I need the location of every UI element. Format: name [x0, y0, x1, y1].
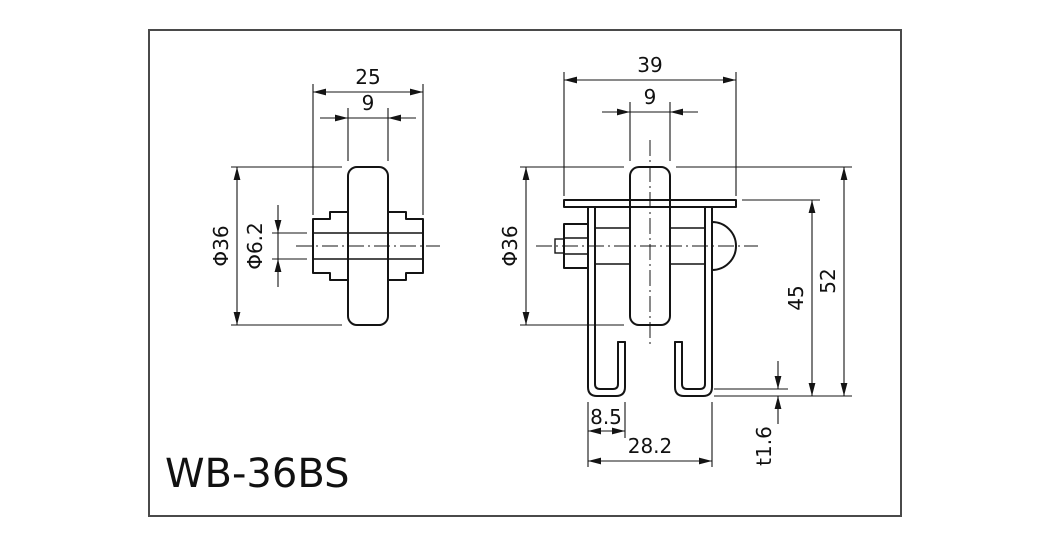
dimension-wheel-width-9-right: 9	[602, 85, 698, 161]
left-view-roller: 25 9 Φ36 Φ6.2	[209, 65, 440, 326]
dim-label-9-left: 9	[362, 91, 375, 115]
right-view-assembly: 39 9 Φ36 45 52	[498, 53, 852, 467]
drawing-border	[148, 29, 902, 517]
channel-left-inner	[594, 206, 619, 390]
dimension-overall-width-25: 25	[312, 65, 424, 215]
dim-label-39: 39	[637, 53, 662, 77]
dim-label-phi36-right: Φ36	[498, 225, 522, 266]
dim-label-8-5: 8.5	[590, 405, 622, 429]
dim-label-45: 45	[784, 285, 808, 310]
dim-label-25: 25	[355, 65, 380, 89]
channel-right-inner	[681, 206, 706, 390]
dim-label-t1-6: t1.6	[752, 426, 776, 466]
dimension-bracket-width-39: 39	[563, 53, 737, 196]
bolt-thread-end	[554, 238, 565, 254]
dim-label-phi6-2: Φ6.2	[243, 222, 267, 270]
model-name: WB-36BS	[165, 451, 349, 497]
stay-plate	[563, 199, 737, 208]
hub-left-profile	[312, 211, 349, 281]
dimension-wheel-width-9-left: 9	[320, 91, 416, 161]
channel-left-outer	[587, 206, 626, 397]
bolt-head-dome	[711, 221, 737, 271]
dim-label-phi36-left: Φ36	[209, 225, 233, 266]
dimension-lip-width-8-5: 8.5	[587, 402, 626, 467]
hub-right-profile	[387, 211, 424, 281]
dimension-wheel-dia-36-right: Φ36	[498, 166, 624, 326]
channel-right-outer	[674, 206, 713, 397]
dimension-channel-width-28-2: 28.2	[588, 402, 713, 467]
dim-label-28-2: 28.2	[628, 434, 673, 458]
wheel-disc	[347, 166, 389, 326]
dimension-wheel-dia-36-left: Φ36	[209, 166, 342, 326]
dim-label-52: 52	[816, 268, 840, 293]
dimension-bore-dia-6-2: Φ6.2	[243, 205, 307, 287]
wheel-front	[629, 166, 671, 326]
dimension-overall-height-52: 52	[676, 166, 852, 396]
dim-label-9-right: 9	[644, 85, 657, 109]
dimension-plate-thickness-t1-6: t1.6	[714, 361, 788, 466]
